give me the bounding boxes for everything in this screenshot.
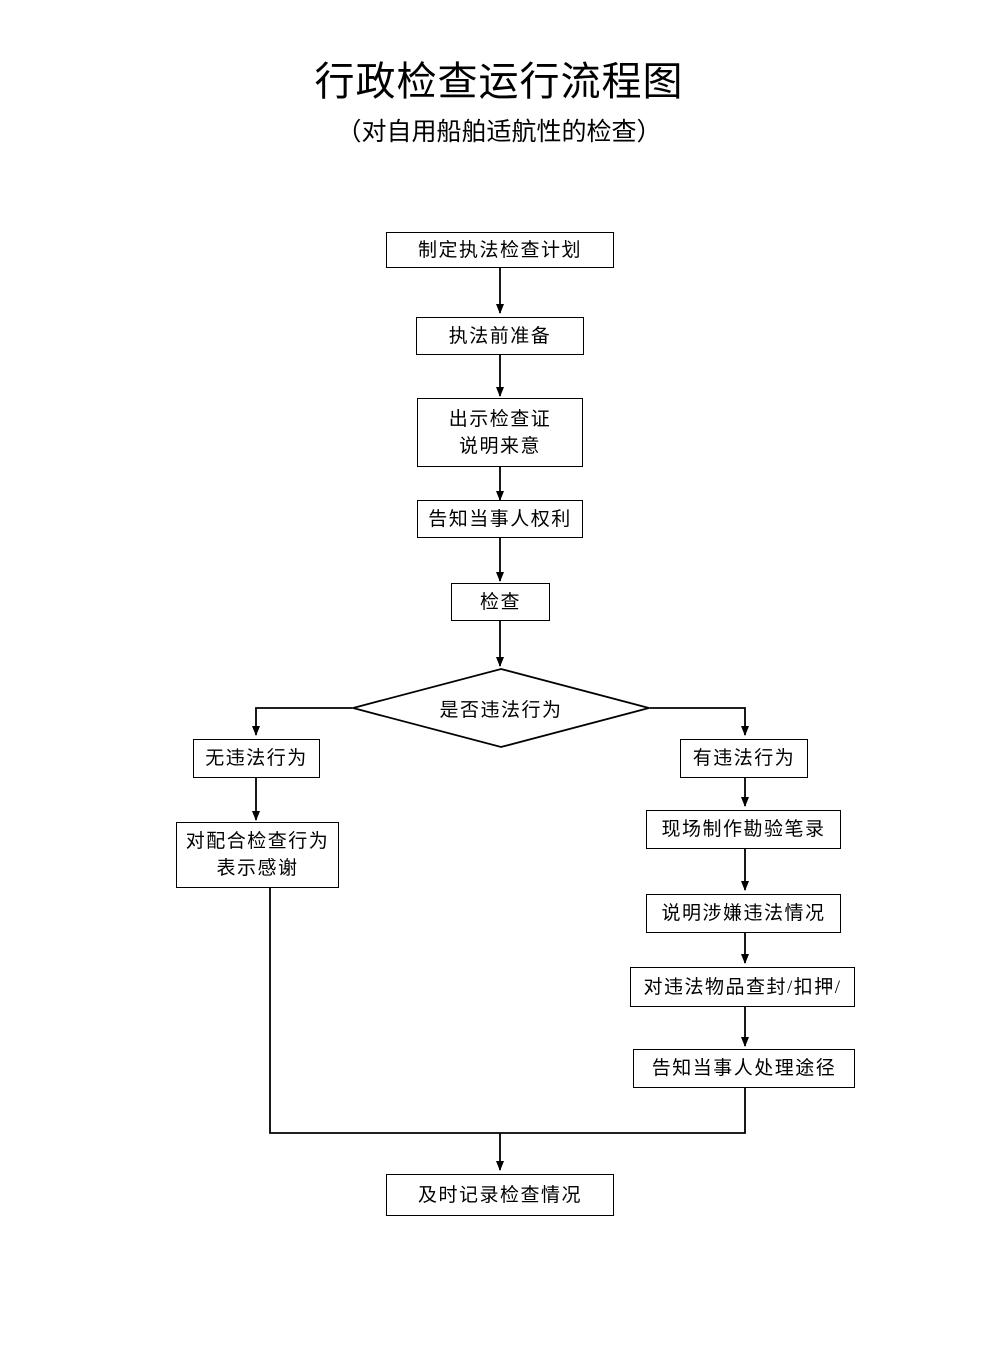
edge-r5-merge	[500, 1088, 746, 1134]
node-preparation[interactable]: 执法前准备	[416, 317, 584, 355]
node-no-violation[interactable]: 无违法行为	[193, 739, 320, 778]
node-has-violation[interactable]: 有违法行为	[680, 739, 808, 778]
page-subtitle: （对自用船舶适航性的检查）	[336, 117, 662, 146]
node-decision-violation[interactable]: 是否违法行为	[352, 668, 650, 748]
node-show-credentials[interactable]: 出示检查证 说明来意	[417, 398, 583, 467]
node-inspection[interactable]: 检查	[451, 583, 550, 621]
node-seize-goods[interactable]: 对违法物品查封/扣押/	[630, 967, 855, 1007]
node-plan[interactable]: 制定执法检查计划	[386, 232, 614, 268]
page-title: 行政检查运行流程图	[314, 59, 684, 105]
node-explain-suspected-violation[interactable]: 说明涉嫌违法情况	[646, 894, 841, 933]
node-inform-procedure[interactable]: 告知当事人处理途径	[633, 1049, 855, 1088]
edge-d1-r1	[650, 707, 749, 736]
node-inform-rights[interactable]: 告知当事人权利	[417, 500, 583, 538]
title-block: 行政检查运行流程图 （对自用船舶适航性的检查）	[0, 56, 998, 150]
decision-label: 是否违法行为	[439, 699, 563, 721]
node-thanks-cooperation[interactable]: 对配合检查行为 表示感谢	[176, 822, 339, 888]
edge-d1-l1	[252, 707, 352, 736]
node-record-inspection[interactable]: 及时记录检查情况	[386, 1174, 614, 1216]
edge-l2-merge	[269, 888, 500, 1134]
node-onsite-record[interactable]: 现场制作勘验笔录	[646, 810, 841, 849]
